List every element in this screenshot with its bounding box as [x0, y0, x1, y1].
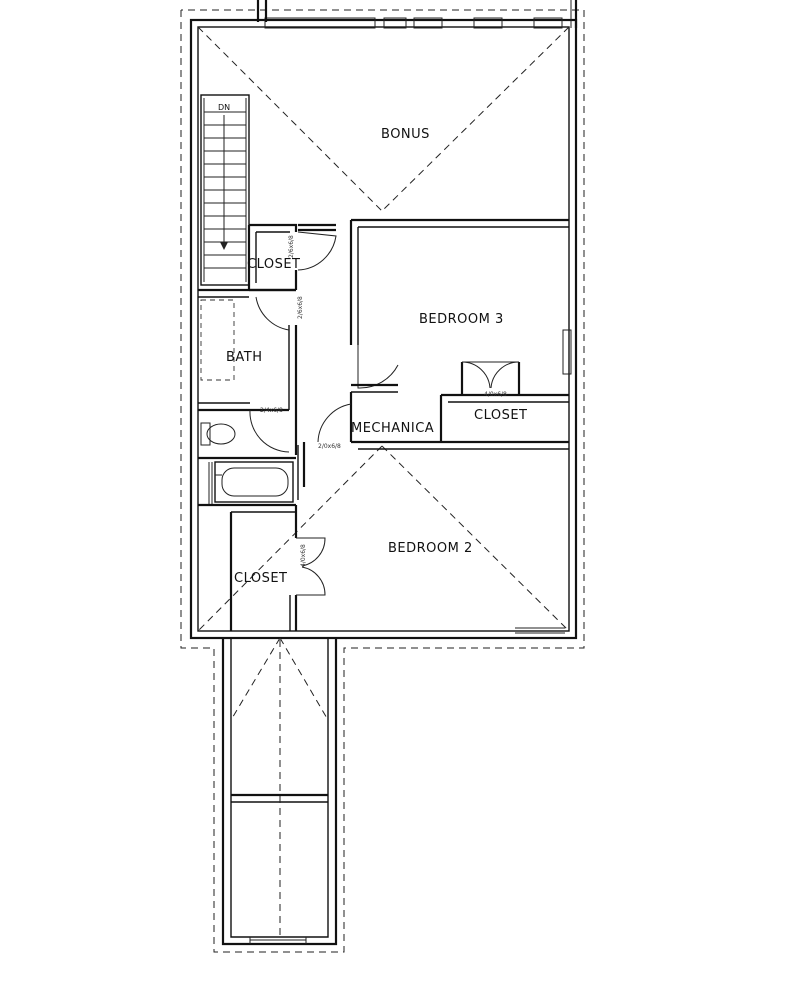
bonus-bedroom3-wall	[349, 218, 569, 345]
right-window	[562, 329, 572, 375]
bathtub-icon	[208, 461, 294, 505]
room-label-bonus: BONUS	[381, 127, 430, 142]
room-label-closet-lower: CLOSET	[234, 571, 288, 586]
room-label-closet-upper: CLOSET	[247, 257, 301, 272]
bedroom3-closet-walls	[439, 361, 569, 442]
room-label-bedroom3: BEDROOM 3	[419, 312, 504, 327]
room-label-closet-bedroom3: CLOSET	[474, 408, 528, 423]
wc-door-note: 2/4x6/8	[260, 407, 283, 414]
closet-door-note: 4/0x6/8	[484, 391, 507, 398]
room-label-bath: BATH	[226, 350, 263, 365]
top-windows	[256, 0, 578, 29]
door-size-note: 2/6x6/8	[288, 235, 295, 258]
toilet-icon	[200, 422, 236, 446]
stairs-direction-label: DN	[218, 103, 230, 112]
stair-arrow-icon	[220, 242, 228, 250]
bath-door-note: 2/6x6/8	[297, 296, 304, 319]
room-label-bedroom2: BEDROOM 2	[388, 541, 473, 556]
roof-hip-lines	[197, 26, 570, 940]
roof-overhang-outline	[180, 9, 585, 953]
exterior-walls	[189, 18, 578, 946]
bedroom3-door	[351, 345, 399, 393]
stairs	[200, 94, 250, 286]
lower-closet-walls	[198, 503, 326, 631]
bath-walls	[198, 288, 306, 500]
mechanical-walls	[317, 392, 569, 450]
lower-closet-door-note: 4/0x6/8	[300, 544, 307, 567]
bottom-right-window	[515, 627, 565, 634]
mech-door-note: 2/0x6/8	[318, 443, 341, 450]
room-label-mechanical: MECHANICA	[351, 421, 434, 436]
